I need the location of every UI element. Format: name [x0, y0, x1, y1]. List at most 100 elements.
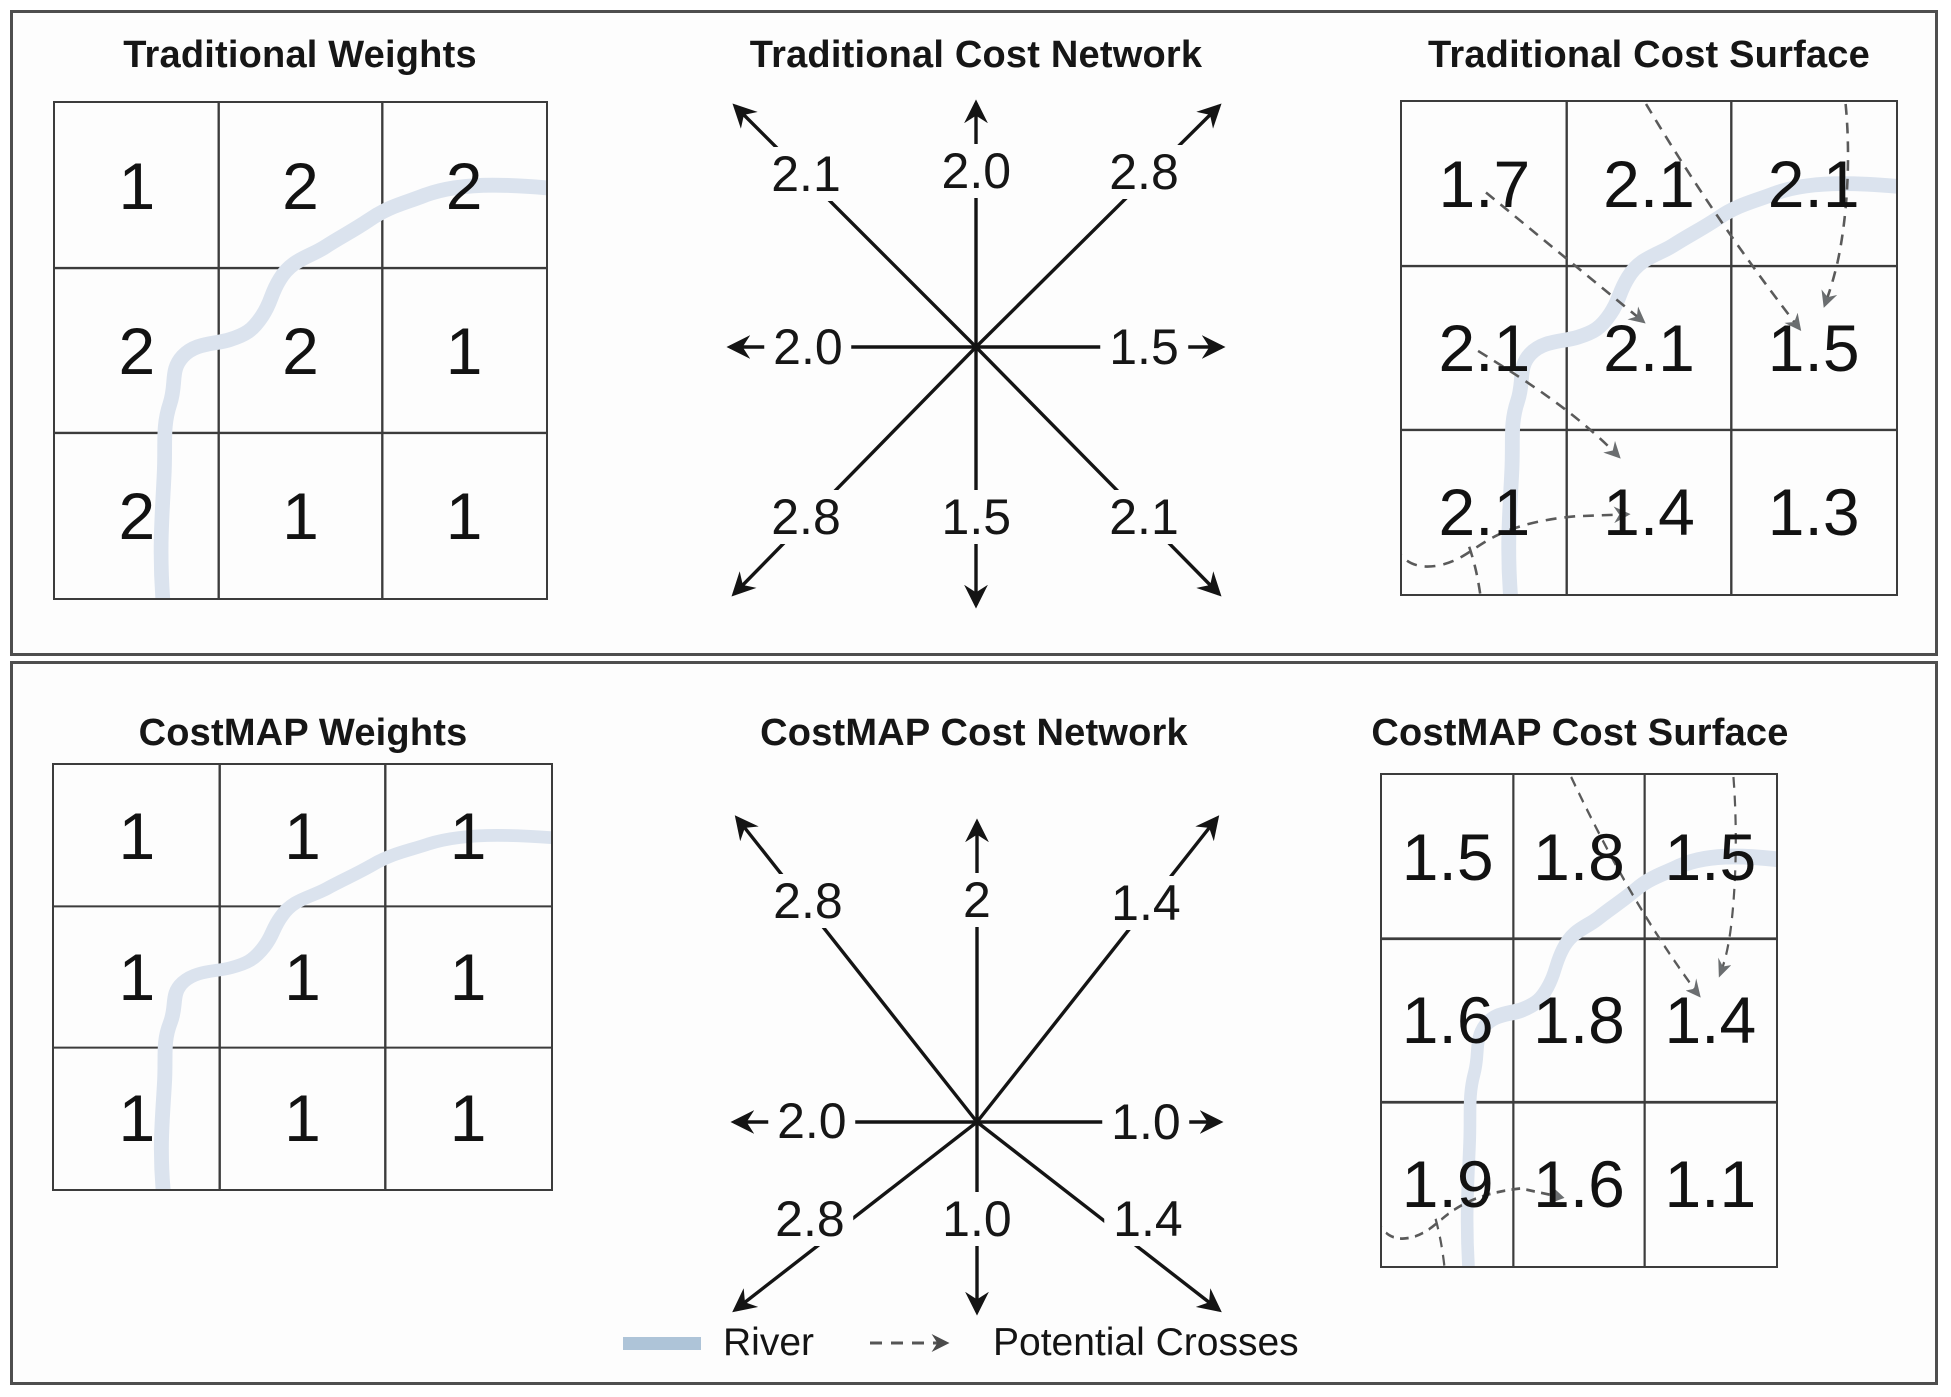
- network-cost-label: 2.1: [1100, 490, 1188, 545]
- surface-values: 1.7 2.1 2.1 2.1 2.1 1.5 2.1 1.4 1.3: [1402, 102, 1896, 594]
- grid-cell: 1: [118, 798, 156, 873]
- panel-title: Traditional Cost Surface: [1428, 34, 1870, 76]
- bottom-section-frame: [10, 661, 1938, 1385]
- grid-cell: 1: [449, 798, 487, 873]
- network-arrow-se: [975, 1120, 1222, 1313]
- potential-cross-arrow: [1718, 776, 1737, 978]
- panel-title: CostMAP Weights: [138, 712, 468, 754]
- potential-cross-arrow: [1485, 191, 1646, 324]
- costmap-weights-grid: 1 1 1 1 1 1 1 1 1: [52, 763, 553, 1191]
- grid-cell: 2.1: [1603, 311, 1695, 385]
- potential-cross-arrows: [1382, 776, 1737, 1266]
- grid-cell: 1.6: [1533, 1147, 1625, 1222]
- potential-cross-arrow: [1382, 1186, 1565, 1240]
- grid-cell: 1: [445, 313, 483, 388]
- network-arrow-se: [974, 345, 1222, 597]
- grid-cell: 1.4: [1603, 475, 1695, 549]
- grid-cell: 1.5: [1401, 819, 1494, 894]
- grid-graphics: [1382, 775, 1776, 1266]
- river-legend-swatch: [623, 1337, 701, 1350]
- potential-cross-arrow: [1402, 506, 1631, 568]
- grid-cell: 1: [118, 939, 156, 1014]
- network-cost-label: 1.0: [933, 1191, 1021, 1246]
- potential-crosses-label: Potential Crosses: [993, 1321, 1299, 1364]
- panel-title: Traditional Cost Network: [749, 34, 1203, 76]
- traditional-weights-grid: 1 2 2 2 2 1 2 1 1: [53, 101, 548, 600]
- weights-values: 1 2 2 2 2 1 2 1 1: [55, 103, 546, 598]
- network-arrow-nw: [732, 103, 978, 349]
- grid-cell: 1.1: [1664, 1147, 1757, 1222]
- potential-cross-arrow: [1570, 776, 1701, 998]
- grid-lines: [55, 103, 546, 598]
- network-arrow-nw: [734, 815, 979, 1124]
- grid-cell: 1.4: [1664, 983, 1757, 1058]
- grid-cell: 2: [118, 478, 156, 553]
- network-graphics: [726, 99, 1226, 609]
- network-graphics: [730, 815, 1224, 1316]
- potential-cross-arrows: [1402, 103, 1850, 594]
- traditional-cost-network: 2.1 2.0 2.8 2.0 1.5 2.8 1.5 2.1: [650, 10, 1300, 656]
- network-cost-label: 1.0: [1102, 1094, 1190, 1149]
- network-cost-label: 2.0: [768, 1094, 856, 1149]
- grid-cell: 2.1: [1603, 147, 1695, 221]
- grid-cell: 1: [118, 148, 156, 223]
- traditional-cost-surface-grid: 1.7 2.1 2.1 2.1 2.1 1.5 2.1 1.4 1.3: [1400, 100, 1898, 596]
- network-cost-label: 1.5: [1100, 320, 1188, 375]
- potential-cross-arrow: [1821, 103, 1850, 308]
- grid-cell: 2: [282, 148, 319, 223]
- network-cost-label: 2: [954, 872, 1000, 927]
- network-cost-label: 2.0: [764, 320, 852, 375]
- potential-crosses-icon: [870, 1334, 950, 1352]
- grid-cell: 1.6: [1401, 983, 1494, 1058]
- grid-graphics: [55, 103, 546, 598]
- potential-cross-arrow: [1477, 349, 1621, 459]
- network-arrow-sw: [732, 1120, 979, 1313]
- grid-cell: 1.7: [1438, 147, 1531, 221]
- grid-cell: 1: [282, 478, 319, 553]
- grid-cell: 1: [445, 478, 483, 553]
- river-line: [1460, 848, 1776, 1266]
- network-cost-label: 1.5: [932, 490, 1021, 545]
- potential-cross-arrow: [1644, 103, 1802, 331]
- network-cost-label: 1.4: [1102, 875, 1190, 930]
- grid-cell: 1: [449, 1081, 487, 1156]
- costmap-cost-surface-grid: 1.5 1.8 1.5 1.6 1.8 1.4 1.9 1.6 1.1: [1380, 773, 1778, 1268]
- grid-cell: 1: [284, 798, 321, 873]
- grid-cell: 1: [449, 939, 487, 1014]
- grid-cell: 2: [445, 148, 483, 223]
- grid-cell: 1.3: [1767, 475, 1860, 549]
- potential-cross-tail: [1467, 546, 1482, 594]
- grid-cell: 1.8: [1533, 819, 1625, 894]
- network-cost-label: 2.8: [762, 490, 850, 545]
- grid-cell: 1: [284, 1081, 321, 1156]
- network-arrow-ne: [974, 103, 1222, 349]
- network-cost-label: 2.1: [762, 147, 850, 202]
- network-cost-label: 2.8: [764, 873, 852, 928]
- grid-cell: 1.8: [1533, 983, 1625, 1058]
- weights-values: 1 1 1 1 1 1 1 1 1: [54, 765, 551, 1189]
- network-cost-label: 2.8: [1100, 145, 1188, 200]
- network-arrow-ne: [975, 815, 1220, 1124]
- network-arrow-sw: [731, 345, 978, 597]
- river-line: [153, 177, 546, 598]
- grid-cell: 2.1: [1767, 147, 1860, 221]
- costmap-cost-network: 2.8 2 1.4 2.0 1.0 2.8 1.0 1.4: [650, 660, 1300, 1385]
- grid-cell: 1.5: [1767, 311, 1860, 385]
- panel-title: Traditional Weights: [123, 34, 477, 76]
- grid-cell: 1.5: [1664, 819, 1757, 894]
- grid-cell: 1: [284, 939, 321, 1014]
- grid-cell: 2: [282, 313, 319, 388]
- grid-graphics: [54, 765, 551, 1189]
- grid-cell: 2: [118, 313, 156, 388]
- potential-cross-tail: [1434, 1218, 1446, 1266]
- surface-values: 1.5 1.8 1.5 1.6 1.8 1.4 1.9 1.6 1.1: [1382, 775, 1776, 1266]
- grid-cell: 2.1: [1438, 475, 1531, 549]
- grid-cell: 1.9: [1401, 1147, 1494, 1222]
- panel-title: CostMAP Cost Surface: [1371, 712, 1789, 754]
- network-cost-label: 2.8: [766, 1191, 854, 1246]
- grid-graphics: [1402, 102, 1896, 594]
- network-cost-label: 2.0: [932, 143, 1021, 198]
- river-line: [1501, 176, 1896, 594]
- network-cost-label: 1.4: [1104, 1191, 1192, 1246]
